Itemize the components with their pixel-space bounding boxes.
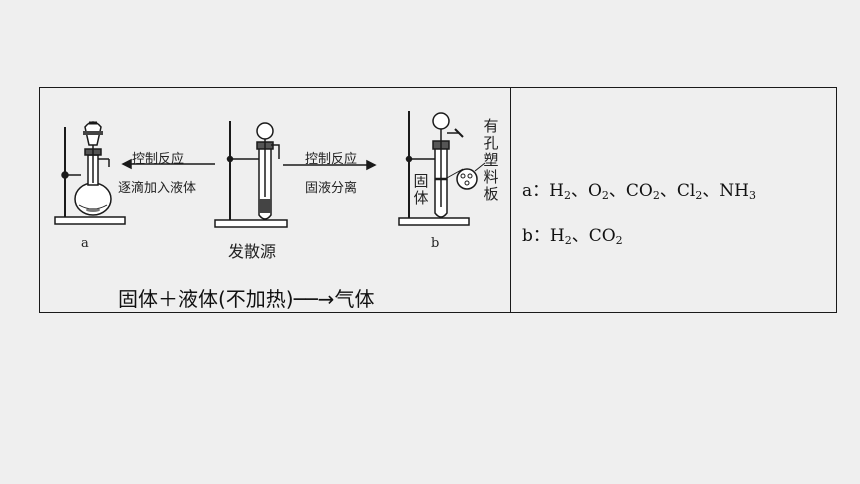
left-arrow — [121, 158, 215, 170]
left-arrow-label-top: 控制反应 — [132, 152, 185, 167]
gas-a-nh: 、NH — [702, 181, 750, 201]
gas-a-o-sub: 2 — [601, 189, 609, 202]
gas-b-h: H — [549, 226, 565, 246]
table-divider — [510, 87, 511, 313]
gas-b-prefix: b： — [522, 226, 550, 246]
gas-a-o: 、O — [570, 181, 602, 201]
solid-label: 固体 — [413, 172, 429, 207]
apparatus-a-label: a — [81, 236, 89, 251]
gas-a-cl-sub: 2 — [695, 189, 703, 202]
apparatus-drawing — [54, 111, 486, 228]
gas-a-h-sub: 2 — [563, 189, 571, 202]
gas-list-b: b：H2、CO2 — [522, 221, 623, 247]
gas-a-nh-sub: 3 — [749, 189, 757, 202]
apparatus-b-label: b — [431, 236, 440, 251]
right-arrow-label-top: 控制反应 — [305, 152, 358, 167]
perforated-plate-label: 有孔塑料板 — [483, 117, 499, 203]
right-arrow-label-bottom: 固液分离 — [305, 181, 358, 196]
table-frame — [39, 87, 837, 313]
gas-a-co: 、CO — [608, 181, 653, 201]
gas-a-co-sub: 2 — [652, 189, 660, 202]
source-apparatus-drawing — [214, 121, 288, 228]
reaction-caption: 固体＋液体(不加热)──→气体 — [118, 287, 375, 311]
gas-b-co: 、CO — [571, 226, 616, 246]
source-label: 发散源 — [228, 242, 277, 261]
gas-a-h: H — [549, 181, 564, 201]
left-arrow-label-bottom: 逐滴加入液体 — [118, 181, 197, 196]
apparatus-b-drawing — [398, 111, 486, 226]
gas-list-a: a：H2、O2、CO2、Cl2、NH3 — [522, 176, 756, 202]
gas-a-prefix: a： — [522, 181, 550, 201]
gas-a-cl: 、Cl — [659, 181, 696, 201]
gas-b-h-sub: 2 — [564, 234, 572, 247]
right-arrow — [283, 159, 377, 171]
gas-b-co-sub: 2 — [615, 234, 623, 247]
apparatus-a-drawing — [54, 121, 126, 225]
